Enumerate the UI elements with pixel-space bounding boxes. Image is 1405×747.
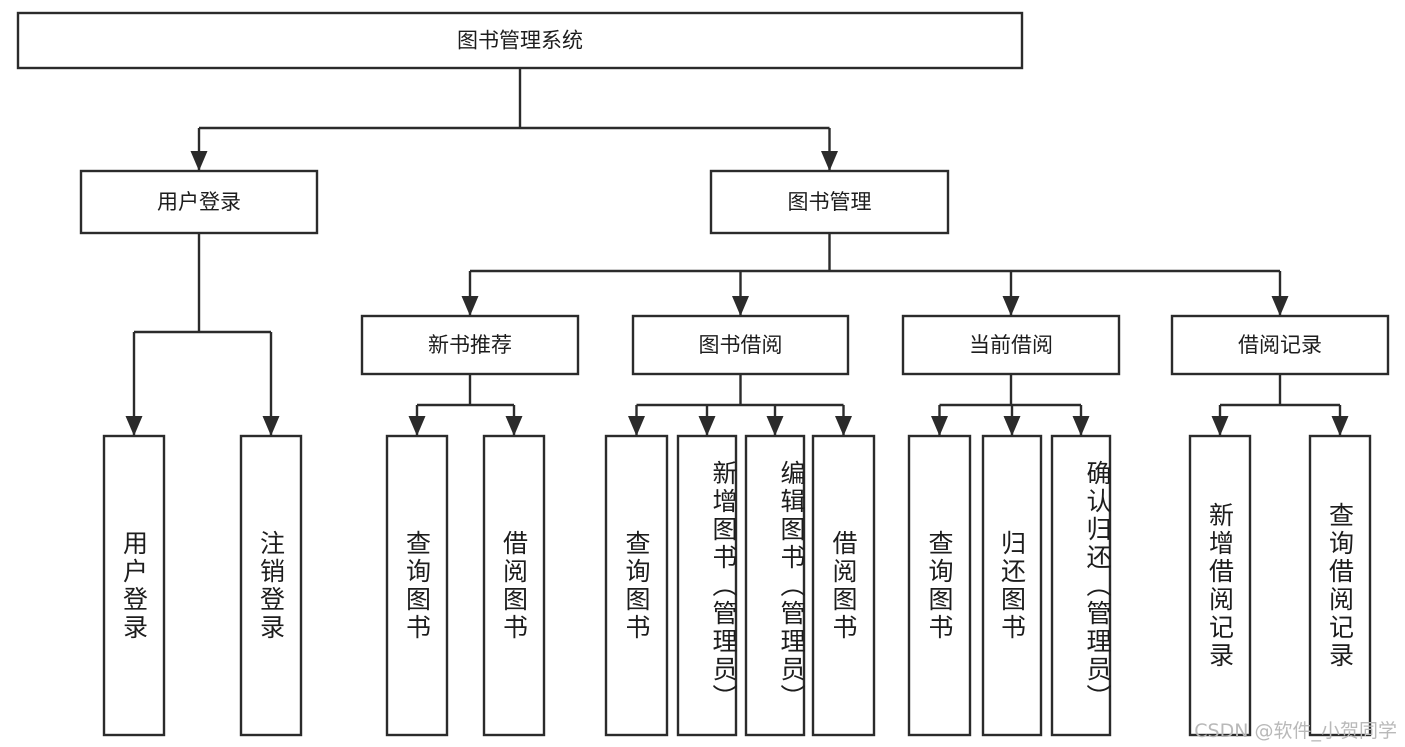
node-box-leaf-query-borrow-record[interactable] bbox=[1308, 434, 1372, 737]
node-label-user-login: 用户登录 bbox=[157, 190, 241, 214]
node-box-leaf-add-borrow-record[interactable] bbox=[1188, 434, 1252, 737]
watermark-text: CSDN @软件_小贺同学 bbox=[1194, 720, 1397, 742]
node-box-leaf-query-book-borrow[interactable] bbox=[604, 434, 669, 737]
arrow-head-leaf-query-borrow-record bbox=[1331, 416, 1349, 436]
node-box-borrow-record[interactable] bbox=[1170, 314, 1390, 376]
node-box-current-borrow[interactable] bbox=[901, 314, 1121, 376]
arrow-head-leaf-add-book bbox=[698, 416, 716, 436]
node-box-user-login[interactable] bbox=[79, 169, 319, 235]
arrow-head-leaf-query-book-recommend bbox=[408, 416, 426, 436]
node-label-current-borrow: 当前借阅 bbox=[969, 333, 1053, 357]
node-box-leaf-confirm-return[interactable] bbox=[1050, 434, 1112, 737]
node-label-new-book-recommend: 新书推荐 bbox=[428, 333, 512, 357]
node-box-leaf-borrow-book[interactable] bbox=[811, 434, 876, 737]
node-box-root[interactable] bbox=[16, 11, 1024, 70]
node-label-book-borrow: 图书借阅 bbox=[699, 333, 783, 357]
arrow-head-borrow-record bbox=[1271, 296, 1289, 316]
arrow-head-leaf-user-login bbox=[125, 416, 143, 436]
node-box-layer bbox=[16, 11, 1390, 737]
node-box-leaf-query-book-recommend[interactable] bbox=[385, 434, 449, 737]
node-label-root: 图书管理系统 bbox=[457, 29, 583, 53]
node-box-leaf-borrow-book-recommend[interactable] bbox=[482, 434, 546, 737]
node-label-borrow-record: 借阅记录 bbox=[1238, 333, 1322, 357]
arrow-head-leaf-confirm-return bbox=[1072, 416, 1090, 436]
arrow-head-new-book-recommend bbox=[461, 296, 479, 316]
arrow-head-leaf-user-logout bbox=[262, 416, 280, 436]
node-label-book-manage: 图书管理 bbox=[788, 190, 872, 214]
arrow-head-leaf-edit-book bbox=[766, 416, 784, 436]
arrow-head-leaf-query-book-borrow bbox=[628, 416, 645, 436]
node-box-book-manage[interactable] bbox=[709, 169, 950, 235]
arrow-head-leaf-borrow-book-recommend bbox=[505, 416, 523, 436]
arrow-head-current-borrow bbox=[1002, 296, 1020, 316]
arrow-head-user-login bbox=[190, 151, 208, 171]
node-box-new-book-recommend[interactable] bbox=[360, 314, 580, 376]
node-box-leaf-user-login[interactable] bbox=[102, 434, 166, 737]
node-box-leaf-return-book[interactable] bbox=[981, 434, 1043, 737]
arrow-head-leaf-query-book-current bbox=[931, 416, 948, 436]
node-box-leaf-edit-book[interactable] bbox=[744, 434, 806, 737]
node-box-leaf-add-book[interactable] bbox=[676, 434, 738, 737]
node-box-leaf-query-book-current[interactable] bbox=[907, 434, 972, 737]
connector-layer bbox=[125, 68, 1349, 436]
arrow-head-leaf-add-borrow-record bbox=[1211, 416, 1229, 436]
arrow-head-book-borrow bbox=[732, 296, 749, 316]
arrow-head-leaf-borrow-book bbox=[835, 416, 852, 436]
node-box-book-borrow[interactable] bbox=[631, 314, 850, 376]
arrow-head-leaf-return-book bbox=[1003, 416, 1021, 436]
node-box-leaf-user-logout[interactable] bbox=[239, 434, 303, 737]
arrow-head-book-manage bbox=[821, 151, 838, 171]
